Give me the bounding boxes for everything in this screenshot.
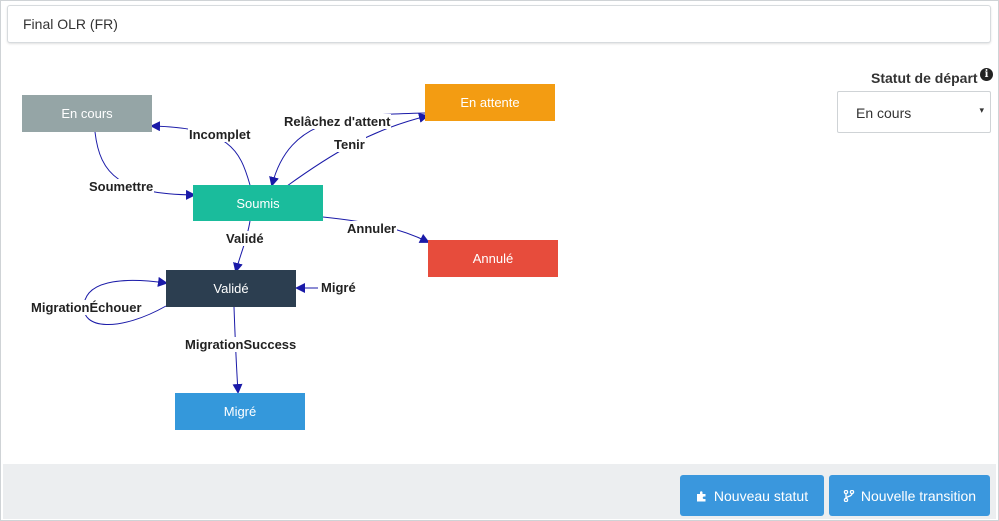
start-status-value: En cours [856,105,912,121]
chevron-down-icon: ▾ [979,105,984,115]
branch-icon [843,489,855,502]
status-node-label: En attente [460,95,520,110]
edge-label-relachez[interactable]: Relâchez d'attent [283,114,392,129]
status-node-annule[interactable]: Annulé [428,240,558,277]
status-node-valide[interactable]: Validé [166,270,296,307]
status-node-en-attente[interactable]: En attente [425,84,555,121]
new-status-label: Nouveau statut [713,487,809,504]
edge-label-migration-success[interactable]: MigrationSuccess [184,337,298,352]
workflow-title-bar: Final OLR (FR) [7,5,991,43]
puzzle-icon [696,490,706,501]
new-status-button[interactable]: Nouveau statut [680,475,824,516]
new-transition-label: Nouvelle transition [860,487,977,504]
status-node-soumis[interactable]: Soumis [193,185,323,221]
status-node-en-cours[interactable]: En cours [22,95,152,132]
edge-label-incomplet[interactable]: Incomplet [188,127,252,142]
edge-label-migration-echouer[interactable]: MigrationÉchouer [30,300,143,315]
footer-toolbar: Nouveau statut Nouvelle transition [3,464,996,519]
new-transition-button[interactable]: Nouvelle transition [829,475,990,516]
status-node-label: Annulé [472,251,514,266]
status-node-label: Validé [213,281,249,296]
workflow-title: Final OLR (FR) [23,16,118,32]
edge-label-migre[interactable]: Migré [320,280,357,295]
status-node-label: Migré [223,404,257,419]
start-status-select[interactable]: En cours ▾ [837,91,991,133]
edge-label-tenir[interactable]: Tenir [333,137,366,152]
edge-label-soumettre[interactable]: Soumettre [88,179,155,194]
status-node-label: Soumis [236,195,280,211]
status-node-migre[interactable]: Migré [175,393,305,430]
edge-label-valide[interactable]: Validé [225,231,265,246]
edge-label-annuler[interactable]: Annuler [346,221,398,236]
status-node-label: En cours [61,106,113,121]
